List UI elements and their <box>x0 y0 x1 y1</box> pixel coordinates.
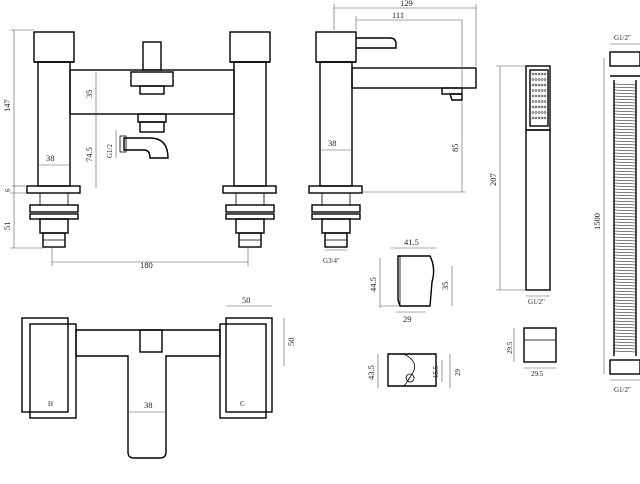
cold-marker: C <box>240 400 245 408</box>
label-plan-spout-width: 38 <box>144 400 153 410</box>
label-centres: 180 <box>140 260 153 270</box>
label-spout-drop: 35 <box>84 90 94 99</box>
shower-hose-drawing <box>603 43 640 381</box>
hot-marker: H <box>48 400 53 408</box>
label-side-body-width: 38 <box>328 138 337 148</box>
label-spout-height: 85 <box>450 144 460 153</box>
label-handset-length: 207 <box>488 173 498 186</box>
label-elbow-width: 29.5 <box>531 370 544 378</box>
label-hose-thread-top: G1/2" <box>614 34 631 42</box>
label-hose-thread-bottom: G1/2" <box>614 386 631 394</box>
label-holder-depth: 29 <box>454 369 462 377</box>
handset-holder-drawing <box>377 353 451 388</box>
label-elbow-height: 29.5 <box>506 341 514 354</box>
label-holder-height: 43.5 <box>366 365 376 380</box>
label-bracket-height: 44.5 <box>368 277 378 292</box>
label-body-width: 38 <box>46 153 55 163</box>
label-plan-body-depth: 50 <box>286 338 296 347</box>
label-outlet-thread: G1/2 <box>106 144 114 159</box>
front-elevation <box>10 29 277 266</box>
wall-elbow-drawing <box>513 327 557 369</box>
label-spout-reach: 111 <box>392 10 404 20</box>
label-plan-lever-width: 50 <box>242 295 251 305</box>
plan-view <box>21 305 285 459</box>
label-outlet-height: 74.5 <box>84 147 94 162</box>
label-hose-length: 1500 <box>592 213 602 230</box>
label-base-thickness: 6 <box>4 188 12 192</box>
label-handset-thread: G1/2" <box>528 298 545 306</box>
label-total-depth: 129 <box>400 0 413 8</box>
label-bracket-depth: 35 <box>440 282 450 291</box>
wall-bracket-drawing <box>379 247 453 313</box>
label-deck-depth: 51 <box>2 222 12 231</box>
label-inlet-thread: G3/4" <box>323 257 340 265</box>
side-elevation <box>308 4 477 251</box>
label-bracket-width: 41.5 <box>404 237 419 247</box>
shower-handset-drawing <box>496 65 551 297</box>
label-bracket-base: 29 <box>403 314 412 324</box>
label-holder-width: 15.5 <box>432 365 440 378</box>
label-overall-height: 147 <box>2 99 12 112</box>
